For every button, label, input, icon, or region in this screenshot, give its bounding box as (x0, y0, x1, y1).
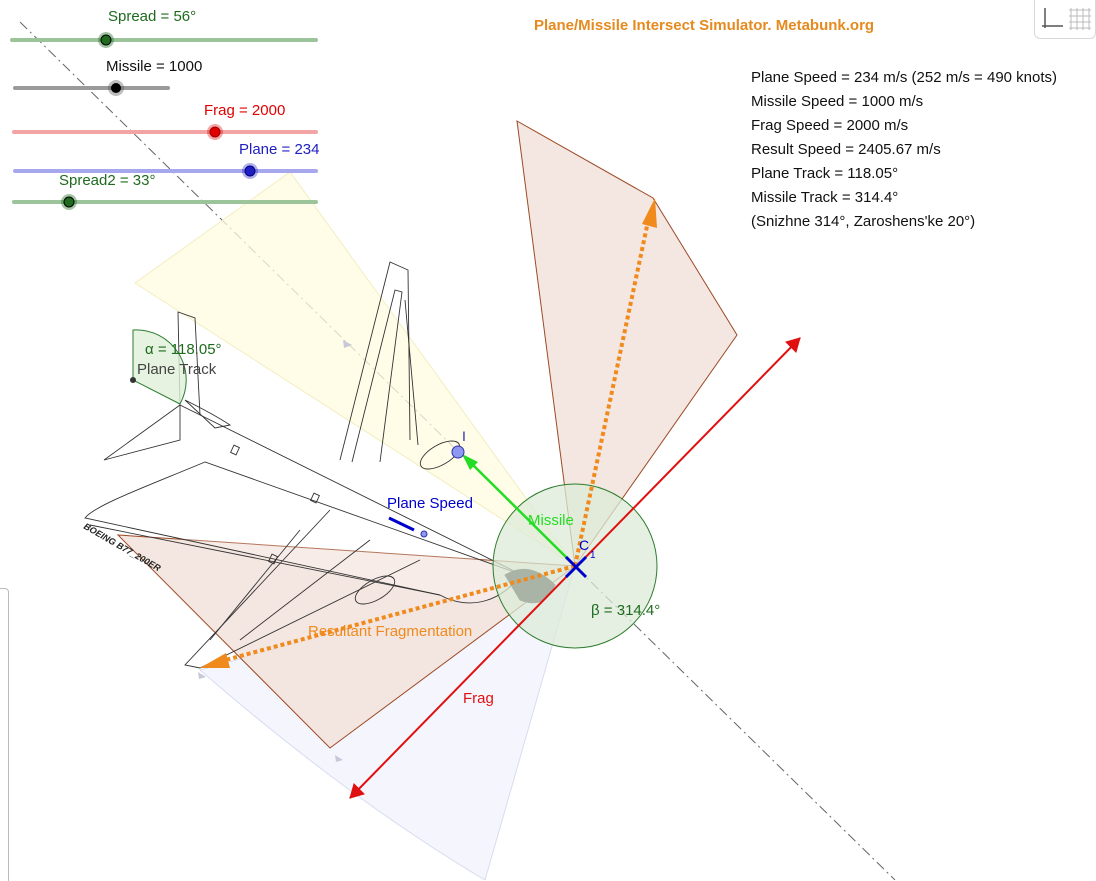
plane-speed-info: Plane Speed = 234 m/s (252 m/s = 490 kno… (751, 69, 1058, 86)
frag-slider-knob[interactable] (209, 126, 221, 138)
spread-slider-knob[interactable] (100, 34, 112, 46)
resultant-arrowhead-lower (200, 653, 230, 668)
guide-marker (198, 672, 206, 679)
slider-group (10, 32, 318, 210)
intercept-point-c1[interactable] (564, 555, 588, 579)
plane-track-point[interactable] (130, 377, 136, 383)
graphics-style-toolbar (1034, 0, 1096, 39)
axes-icon[interactable] (1039, 4, 1065, 32)
plane-slider-label: Plane = 234 (239, 141, 320, 158)
frag-slider-label: Frag = 2000 (204, 102, 286, 119)
frag-speed-info: Frag Speed = 2000 m/s (751, 117, 909, 134)
missile-vector (469, 461, 576, 567)
frag-label: Frag (463, 690, 494, 707)
guide-marker (343, 340, 352, 348)
resultant-arrow-lower (217, 564, 576, 664)
spread-cone-yellow (134, 171, 576, 567)
algebra-panel-edge (0, 588, 9, 881)
frag-arrowhead-lower (349, 783, 365, 799)
location-tracks-info: (Snizhne 314°, Zaroshens'ke 20°) (751, 213, 976, 230)
alpha-angle-sector (132, 329, 187, 405)
plane-slider-knob[interactable] (244, 165, 256, 177)
beta-label: β = 314.4° (591, 602, 660, 619)
point-i-label: I (462, 428, 466, 444)
missile-label: Missile (528, 512, 574, 529)
point-c-label: C (579, 537, 589, 553)
plane-track-label: Plane Track (137, 361, 217, 378)
spread-slider-label: Spread = 56° (108, 8, 197, 25)
plane-speed-handle[interactable] (420, 530, 428, 538)
spread2-slider-knob[interactable] (63, 196, 75, 208)
frag-arrowhead-upper (785, 337, 801, 353)
info-panel: Plane Speed = 234 m/s (252 m/s = 490 kno… (751, 66, 1057, 234)
fragmentation-triangle-lower (116, 534, 577, 749)
alpha-label: α = 118.05° (145, 341, 222, 358)
resultant-arrowhead-upper (642, 198, 657, 228)
plane-speed-label: Plane Speed (387, 495, 473, 512)
spread2-slider-label: Spread2 = 33° (59, 172, 156, 189)
plane-speed-vector (388, 516, 415, 532)
missile-track-info: Missile Track = 314.4° (751, 189, 899, 206)
guide-marker (335, 755, 343, 762)
missile-arrowhead (462, 454, 478, 470)
point-i-handle[interactable] (451, 445, 465, 459)
point-c-subscript: 1 (590, 550, 596, 561)
plane-track-info: Plane Track = 118.05° (751, 165, 899, 182)
missile-speed-info: Missile Speed = 1000 m/s (751, 93, 924, 110)
app-title: Plane/Missile Intersect Simulator. Metab… (534, 17, 875, 34)
resultant-arrow-upper (573, 211, 652, 567)
plane-track-guide-line (19, 21, 896, 880)
resultant-fragmentation-label: Resultant Fragmentation (308, 623, 472, 640)
result-speed-info: Result Speed = 2405.67 m/s (751, 141, 941, 158)
missile-slider-label: Missile = 1000 (106, 58, 203, 75)
missile-slider-knob[interactable] (111, 83, 121, 93)
fragmentation-triangle-upper (516, 120, 738, 568)
grid-icon[interactable] (1067, 4, 1093, 32)
